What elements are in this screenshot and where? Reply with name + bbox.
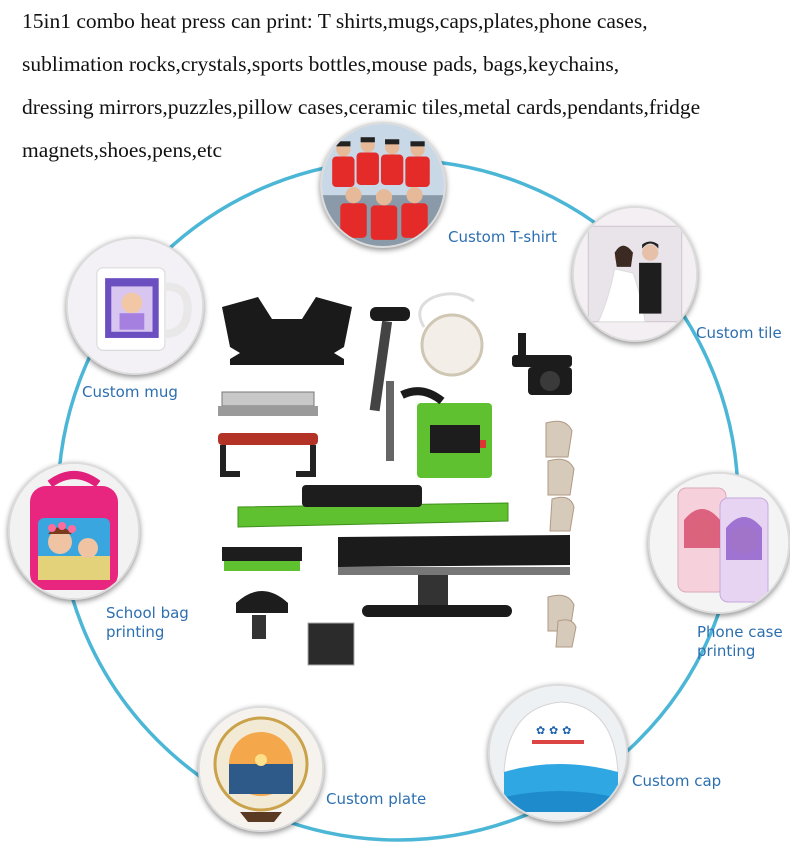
school-bag-label-line-2: printing: [106, 623, 165, 641]
plate-heater: [420, 313, 484, 377]
pen-pad: [307, 622, 355, 666]
plate-photo: [198, 706, 324, 832]
cap-heater: [222, 547, 302, 561]
mug-label: Custom mug: [82, 383, 178, 401]
mug-heater: [512, 333, 572, 395]
phone-case-label-line-2: printing: [697, 642, 756, 660]
small-plate-1: [221, 391, 315, 407]
tile-label: Custom tile: [696, 324, 782, 342]
mug-photo: [66, 237, 204, 375]
mug-cradles: [545, 420, 577, 648]
cap-label: Custom cap: [632, 772, 722, 790]
tshirt-photo: [320, 122, 446, 248]
cap-photo: ✿ ✿ ✿: [488, 684, 628, 822]
intro-line-2: sublimation rocks,crystals,sports bottle…: [22, 52, 620, 76]
intro-line-4: magnets,shoes,pens,etc: [22, 138, 223, 162]
plate-label: Custom plate: [326, 790, 427, 808]
heat-press-machine: [218, 292, 577, 666]
phone-case-photo: [648, 472, 790, 614]
lower-platen: [338, 535, 570, 567]
tshirt-label: Custom T-shirt: [448, 228, 557, 246]
school-bag-label: School bag printing: [106, 604, 189, 642]
phone-case-label: Phone case printing: [697, 623, 783, 661]
silicone-mat: [222, 297, 352, 365]
school-bag-photo: [8, 462, 140, 600]
school-bag-label-line-1: School bag: [106, 604, 189, 622]
phone-case-label-line-1: Phone case: [697, 623, 783, 641]
press-handle: [370, 307, 410, 321]
intro-line-3: dressing mirrors,puzzles,pillow cases,ce…: [22, 95, 701, 119]
pen-plate: [218, 433, 318, 445]
intro-text: 15in1 combo heat press can print: T shir…: [22, 0, 787, 172]
tile-photo: [572, 206, 698, 342]
control-display: [430, 425, 480, 453]
svg-text:✿ ✿ ✿: ✿ ✿ ✿: [536, 724, 571, 737]
intro-line-1: 15in1 combo heat press can print: T shir…: [22, 9, 648, 33]
